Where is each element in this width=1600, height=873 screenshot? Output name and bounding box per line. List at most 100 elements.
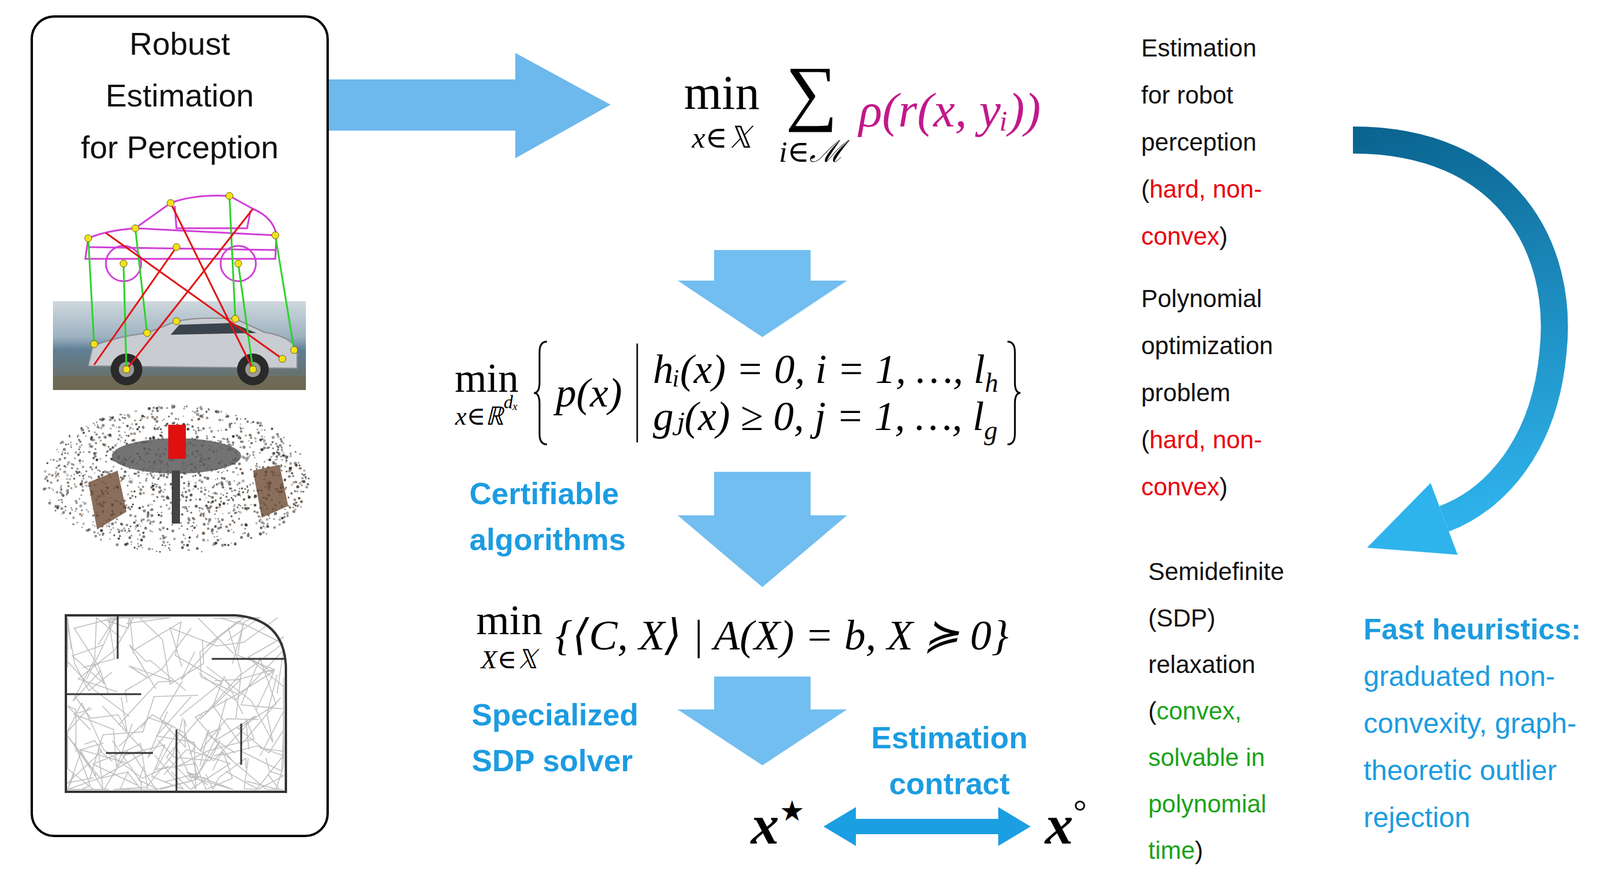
cloud-point <box>222 486 225 489</box>
cloud-point <box>244 527 246 530</box>
cloud-point <box>183 407 186 410</box>
cloud-point <box>132 428 134 430</box>
cloud-point <box>194 431 198 435</box>
cloud-point <box>270 455 273 458</box>
cloud-point <box>171 529 175 533</box>
cloud-point <box>272 451 276 455</box>
frame-box: Robust Estimation for Perception <box>30 15 329 838</box>
math-row: x∈ℝdₓ <box>455 401 519 432</box>
cloud-point <box>56 507 59 510</box>
cloud-point <box>141 414 145 418</box>
cloud-point <box>97 424 99 426</box>
cloud-point <box>245 458 249 462</box>
cloud-point <box>227 544 230 547</box>
cloud-point <box>54 472 57 475</box>
cloud-point <box>150 509 152 512</box>
cloud-point <box>222 502 226 506</box>
cloud-point <box>134 410 138 413</box>
point-cloud <box>42 404 310 553</box>
cloud-point <box>151 484 155 488</box>
cloud-point <box>90 437 93 440</box>
cloud-point <box>168 544 171 546</box>
cloud-point <box>275 432 279 436</box>
cloud-point <box>105 450 108 453</box>
cloud-point <box>204 488 207 492</box>
cloud-point <box>102 442 105 446</box>
cloud-point <box>291 471 294 475</box>
cloud-point <box>151 415 155 419</box>
cloud-point <box>205 411 208 413</box>
cloud-point <box>70 474 73 477</box>
cloud-point <box>191 425 194 428</box>
cloud-point <box>262 441 265 443</box>
cloud-point <box>187 540 190 543</box>
cloud-point <box>137 474 140 478</box>
cloud-point <box>194 484 198 488</box>
cloud-point <box>249 434 253 438</box>
cloud-point <box>91 468 94 471</box>
cloud-point <box>262 465 265 469</box>
cloud-point <box>120 440 122 442</box>
cloud-point <box>80 444 83 446</box>
cloud-point <box>118 425 122 429</box>
cloud-point <box>208 490 210 492</box>
cloud-point <box>276 445 279 448</box>
cloud-point <box>99 457 102 460</box>
cloud-point <box>155 420 159 423</box>
cloud-point <box>79 451 82 453</box>
cloud-point <box>72 463 75 466</box>
cloud-point <box>155 407 159 410</box>
cloud-point <box>238 490 240 493</box>
cloud-point <box>172 421 175 424</box>
cloud-point <box>131 503 134 506</box>
cloud-point <box>60 492 63 495</box>
cloud-point <box>98 427 100 429</box>
cloud-point <box>94 442 98 445</box>
cloud-point <box>194 481 198 485</box>
cloud-point <box>97 469 99 472</box>
cloud-point <box>130 543 132 545</box>
cloud-point <box>168 549 171 552</box>
cloud-point <box>198 474 202 477</box>
cloud-point <box>64 505 67 508</box>
math-text: ° <box>1072 792 1087 832</box>
cloud-point <box>190 511 193 514</box>
cloud-point <box>244 504 247 507</box>
cloud-point <box>187 521 190 525</box>
cloud-point <box>231 441 235 444</box>
math-row: hᵢ(x) = 0, i = 1, …, lh <box>652 345 999 394</box>
cloud-point <box>110 457 113 460</box>
cloud-point <box>141 472 143 475</box>
flow-arrow <box>677 676 848 766</box>
cloud-point <box>300 490 303 493</box>
cloud-point <box>288 506 291 509</box>
math-text: ∑ <box>785 50 838 135</box>
cloud-point <box>225 480 229 483</box>
cloud-point <box>202 538 206 542</box>
cloud-point <box>127 434 130 438</box>
cloud-point <box>106 471 110 475</box>
cloud-point <box>133 546 136 549</box>
math-text: gⱼ(x) ≥ 0, j = 1, …, l <box>652 392 985 441</box>
cloud-point <box>268 517 270 519</box>
cloud-point <box>286 514 289 518</box>
cloud-point <box>95 421 98 424</box>
map-trajectory <box>67 707 94 790</box>
cloud-point <box>224 543 227 546</box>
cloud-point <box>217 518 220 520</box>
cloud-point <box>161 420 164 422</box>
double-arrow <box>823 807 1031 846</box>
map-trajectory <box>194 752 233 790</box>
cloud-point <box>296 490 299 492</box>
cloud-point <box>144 526 147 529</box>
cloud-point <box>56 472 60 476</box>
cloud-point <box>254 440 257 443</box>
cloud-point <box>44 470 48 473</box>
math-text: x <box>1044 792 1073 858</box>
cloud-point <box>74 451 78 455</box>
cloud-point <box>72 516 75 519</box>
cloud-point <box>259 451 262 454</box>
cloud-point <box>191 525 194 528</box>
cloud-point <box>270 443 273 446</box>
cloud-point <box>212 492 214 495</box>
